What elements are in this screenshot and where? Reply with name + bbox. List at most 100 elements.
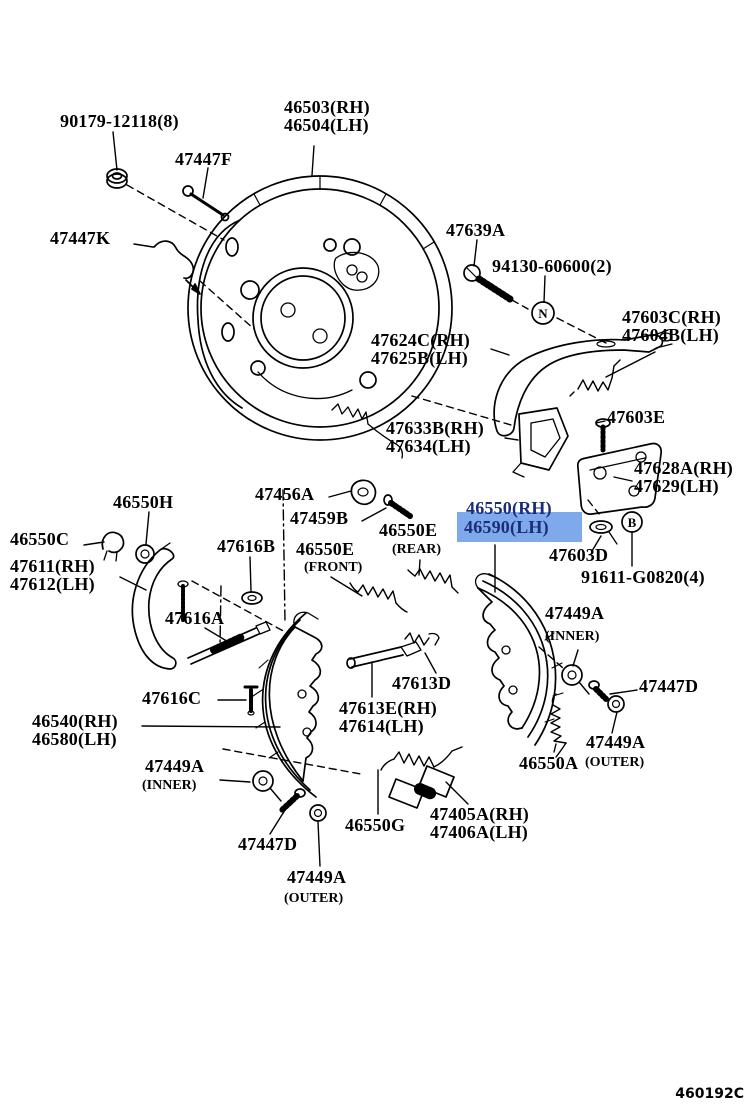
washer-47616b-drawing [242,592,262,604]
label-46540-46580: 46540(RH) 46580(LH) [32,712,118,748]
label-47616c: 47616C [142,688,202,708]
rh-line: 47624C(RH) [371,330,470,350]
label-47613d: 47613D [392,673,452,693]
adjuster-47616a-drawing [188,622,270,664]
bolt-47639a-drawing [464,265,510,299]
rh-line: 47405A(RH) [430,804,529,824]
rh-line: 46540(RH) [32,711,118,731]
label-46550e-rear-qualifier: (REAR) [392,542,441,557]
leader-lines [84,132,655,866]
pin-47447d-right-drawing [589,681,606,699]
rh-line: 47611(RH) [10,556,95,576]
label-47447d-bottom: 47447D [238,834,298,854]
selected-part-highlight [457,512,582,542]
label-47611-47612: 47611(RH) 47612(LH) [10,557,95,593]
label-47616b: 47616B [217,536,276,556]
label-47449a-inner-left: 47449A [145,756,205,776]
label-47405a-47406a: 47405A(RH) 47406A(LH) [430,805,529,841]
label-47449a-inner-right: 47449A [545,603,605,623]
label-91611-g0820: 91611-G0820(4) [581,567,705,587]
grommet-47456a-drawing [351,480,375,504]
label-47624c-47625b: 47624C(RH) 47625B(LH) [371,331,470,367]
label-47447k: 47447K [50,228,111,248]
label-47447f: 47447F [175,149,233,169]
cwasher-47449a-inner-right-drawing [562,665,589,694]
clip-46550c-drawing [102,532,123,561]
rh-line: 46503(RH) [284,97,370,117]
cwasher-47449a-inner-left-drawing [253,771,281,801]
label-47459b: 47459B [290,508,349,528]
spring-46550e-rear-drawing [408,569,458,593]
label-47603e: 47603E [607,407,666,427]
label-94130-60600: 94130-60600(2) [492,256,612,276]
label-46550a: 46550A [519,753,579,773]
label-47603c-47604b: 47603C(RH) 47604B(LH) [622,308,721,344]
label-46550e-front: 46550E [296,539,355,559]
label-47616a: 47616A [165,608,225,628]
label-47633b-47634: 47633B(RH) 47634(LH) [386,419,484,455]
pin-47616c-drawing [245,687,257,715]
label-47449a-inner-right-qualifier: (INNER) [545,629,600,644]
label-47639a: 47639A [446,220,506,240]
lh-line: 47604B(LH) [622,325,720,345]
spring-47613d-drawing [405,633,439,645]
rh-line: 47628A(RH) [634,458,733,478]
spring-46550g-drawing [381,747,462,770]
adjuster-47405a-drawing [389,766,454,808]
label-47603d: 47603D [549,545,609,565]
nut-90179-drawing [107,169,127,188]
spring-46550a-drawing [551,694,566,757]
label-47449a-outer-right: 47449A [586,732,646,752]
lever-47611-drawing [132,543,188,669]
label-46550e-rear: 46550E [379,520,438,540]
cwasher-47449a-outer-bottom-drawing [310,805,326,821]
label-46550-rh: 46550(RH) [466,498,552,518]
label-47447d-right: 47447D [639,676,699,696]
strut-47613e-drawing [347,642,421,668]
clip-47447k-drawing [154,241,200,294]
lh-line: 47612(LH) [10,574,95,594]
washer-46550h-drawing [136,545,154,563]
cwasher-47449a-outer-right-drawing [608,696,624,712]
lh-line: 47625B(LH) [371,348,469,368]
bracket-47628a-drawing [578,444,661,515]
pin-47447f-drawing [183,186,229,221]
lh-line: 47629(LH) [634,476,719,496]
spring-46550e-front-drawing [350,583,407,612]
label-46550g: 46550G [345,815,406,835]
figure-code: 460192C [675,1086,744,1102]
rh-line: 47633B(RH) [386,418,484,438]
label-46503-46504: 46503(RH) 46504(LH) [284,98,370,134]
lh-line: 47406A(LH) [430,822,528,842]
lh-line: 47634(LH) [386,436,471,456]
backing-plate-drawing [188,176,452,458]
label-46590-lh-selected[interactable]: 46590(LH) [464,517,549,537]
b-marker: B [622,512,642,532]
label-47449a-inner-left-qualifier: (INNER) [142,778,197,793]
label-47628a-47629: 47628A(RH) 47629(LH) [634,459,733,495]
pin-47459b-drawing [384,495,410,516]
spring-47603c-drawing [570,360,620,396]
nut-n-marker: N [532,302,554,324]
washer-47603d-drawing [590,521,617,544]
label-47456a: 47456A [255,484,315,504]
pin-47447d-bottom-drawing [281,789,305,811]
svg-text:B: B [628,515,637,530]
bracket-47633b-drawing [513,408,568,477]
label-46550e-front-qualifier: (FRONT) [304,560,363,575]
label-47449a-outer-right-qualifier: (OUTER) [585,755,645,770]
label-47449a-outer-bottom: 47449A [287,867,347,887]
label-47449a-outer-bottom-qualifier: (OUTER) [284,891,344,906]
label-47613e-47614: 47613E(RH) 47614(LH) [339,699,437,735]
label-46550h: 46550H [113,492,174,512]
svg-text:N: N [538,306,548,321]
lh-line: 46580(LH) [32,729,117,749]
brake-shoe-left-drawing [253,612,322,797]
lever-47624c-drawing [494,330,672,436]
brake-shoe-right-drawing [476,574,563,745]
lh-line: 47614(LH) [339,716,424,736]
lh-line: 46504(LH) [284,115,369,135]
rh-line: 47613E(RH) [339,698,437,718]
